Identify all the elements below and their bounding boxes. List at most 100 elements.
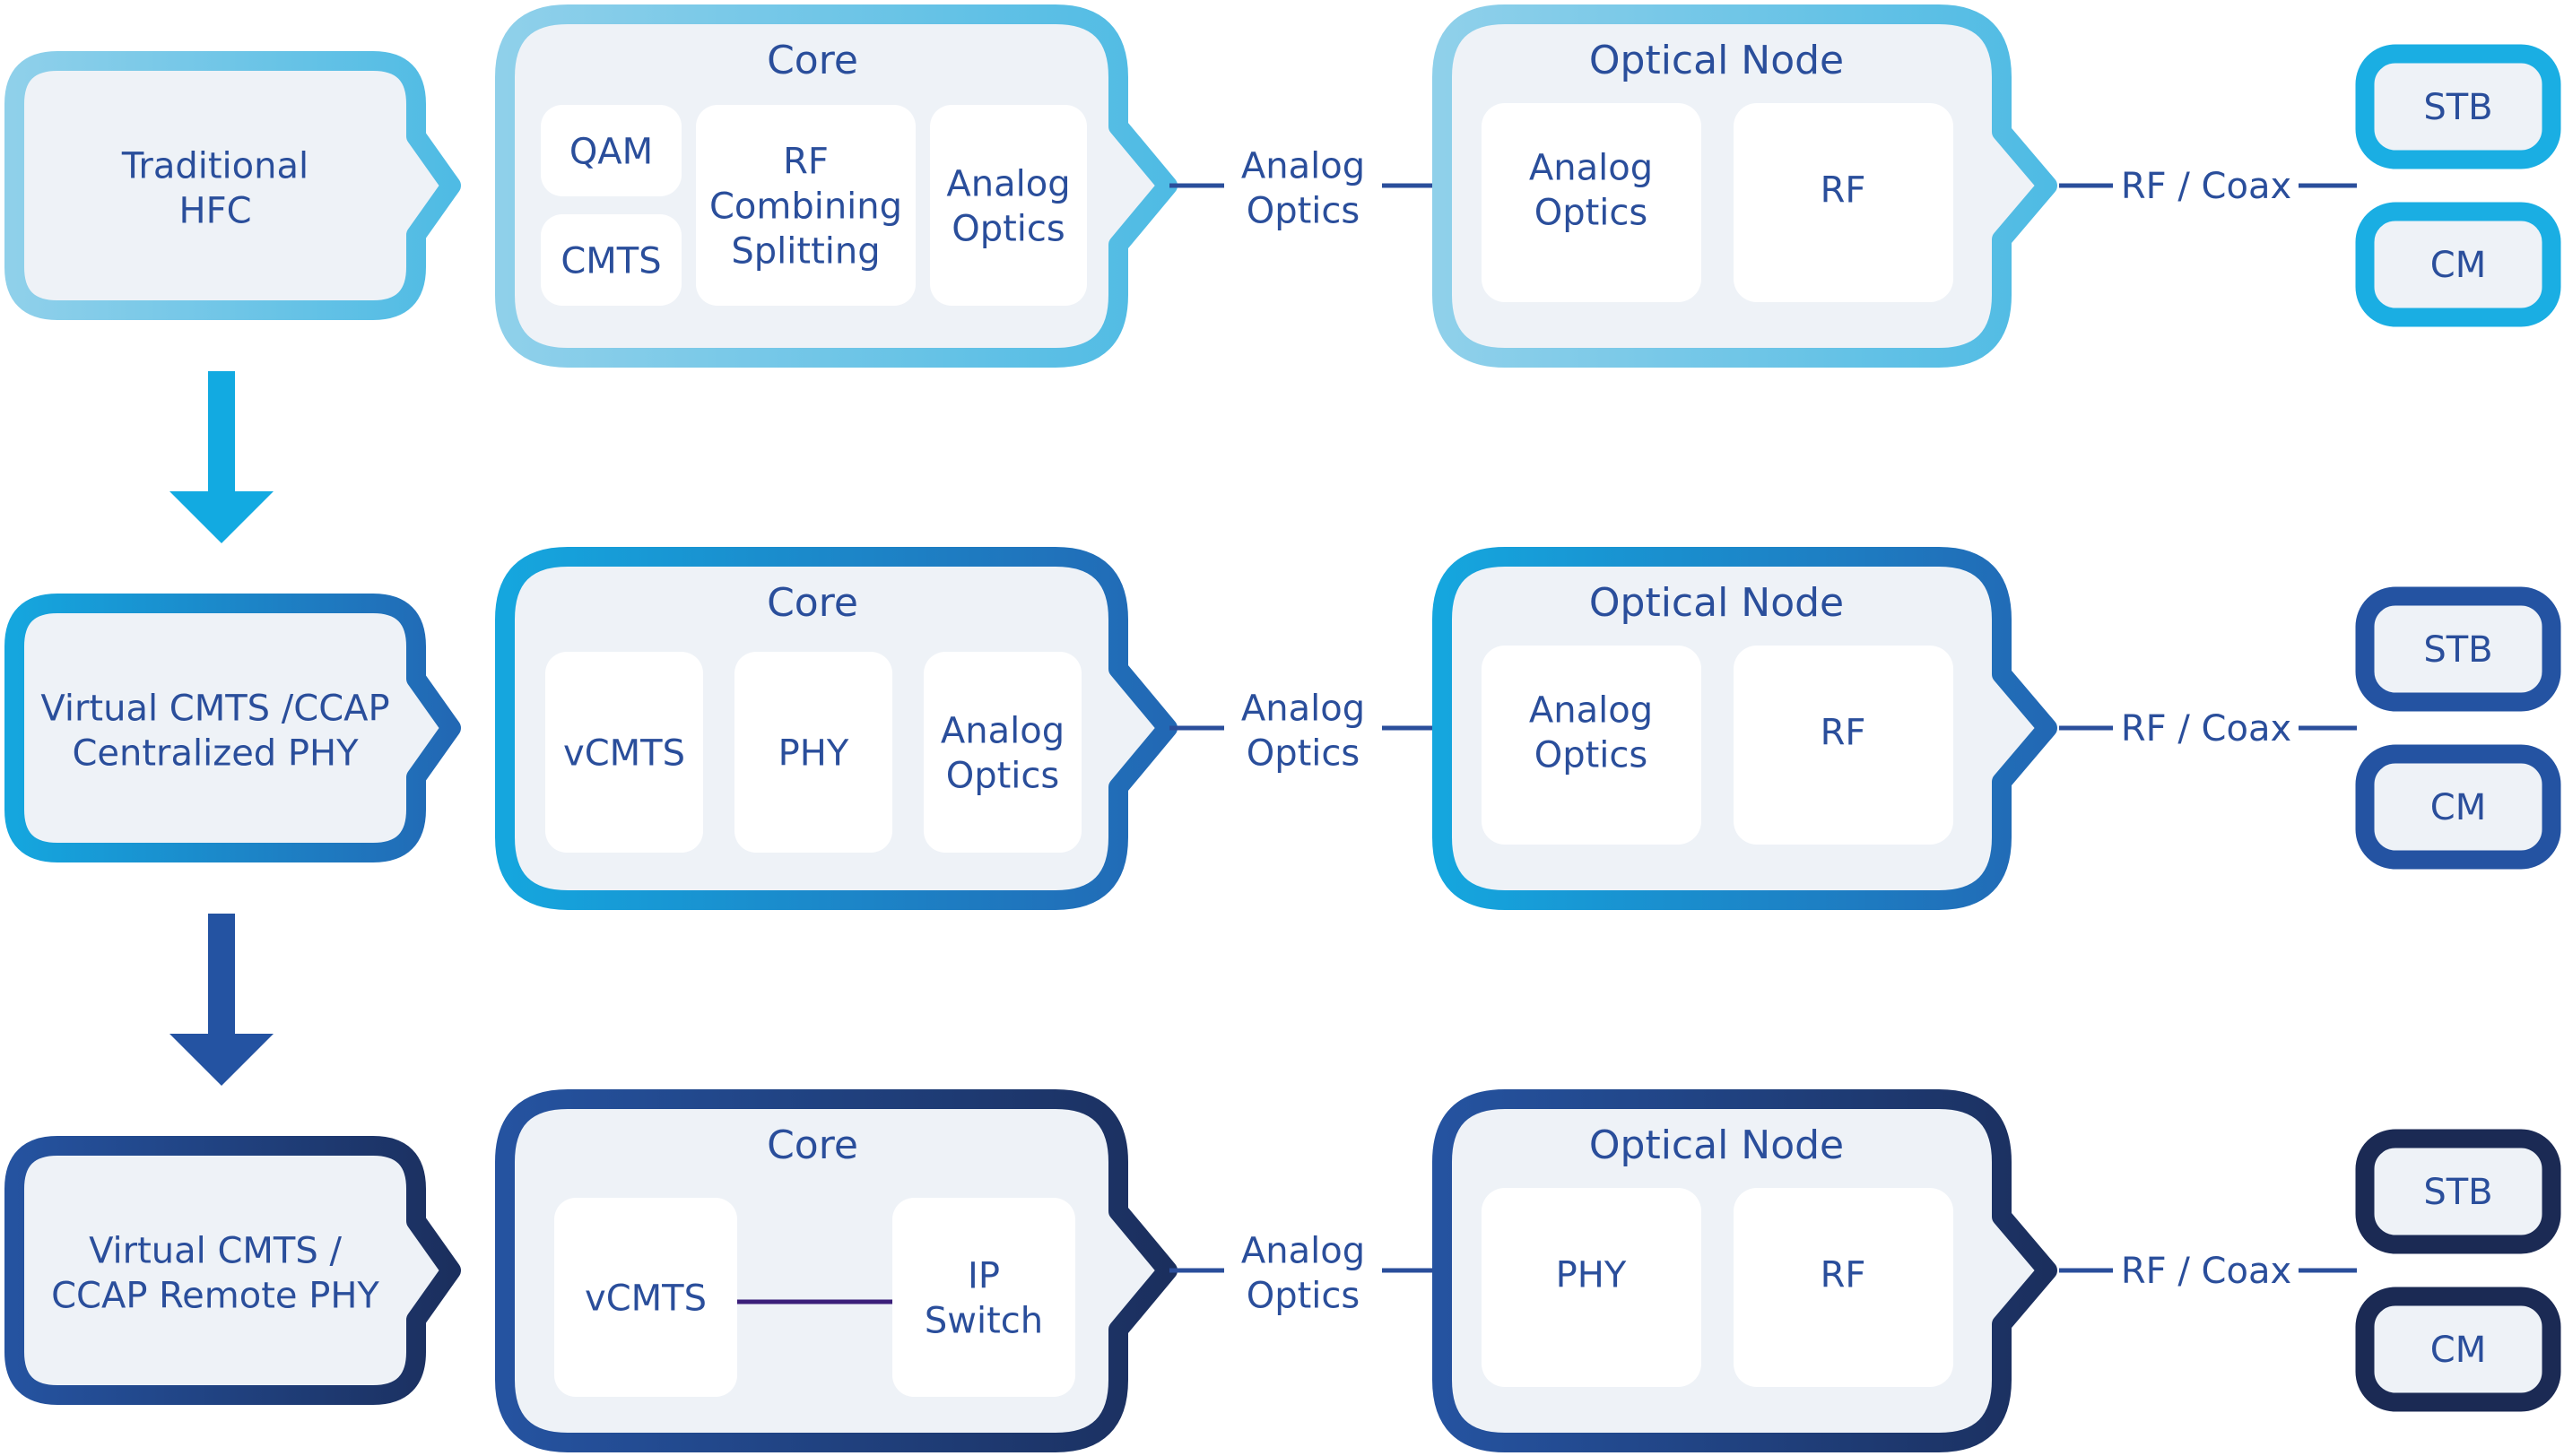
device-box-stb: STB — [2355, 44, 2561, 169]
link-label-analog-optics-line: Optics — [1247, 190, 1360, 231]
optical-node-component-label: RF — [1821, 1254, 1866, 1296]
optical-node-component-label-line: RF — [1821, 169, 1866, 211]
core-component-card — [892, 1198, 1075, 1397]
device-box-cm: CM — [2355, 202, 2561, 327]
architecture-label-line: Traditional — [121, 145, 309, 186]
device-box-shape — [2355, 586, 2561, 712]
device-box-cm: CM — [2355, 744, 2561, 870]
optical-node-title: Optical Node — [1589, 1122, 1844, 1168]
core-component-label-line: CMTS — [561, 240, 661, 282]
optical-node-component-card — [1482, 1188, 1701, 1387]
architecture-label-line: HFC — [178, 190, 251, 231]
core-component: QAM — [541, 105, 682, 196]
core-component-label-line: RF — [783, 141, 829, 182]
optical-node-component: RF — [1734, 103, 1953, 302]
optical-node-component-card — [1734, 646, 1953, 845]
architecture-box: Virtual CMTS /CCAP Remote PHY — [4, 1136, 461, 1405]
optical-node-component-label-line: Optics — [1534, 734, 1648, 776]
device-box-shape — [2355, 1129, 2561, 1254]
core-component-card — [545, 652, 703, 853]
optical-node-component-label: RF — [1821, 712, 1866, 753]
core-component-label-line: Optics — [946, 755, 1060, 796]
core-title: Core — [767, 580, 858, 626]
core-title: Core — [767, 1122, 858, 1168]
optical-node-component-label-line: RF — [1821, 712, 1866, 753]
optical-node-component-label-line: Analog — [1529, 147, 1653, 188]
core-component-label-line: vCMTS — [563, 732, 685, 774]
arrow-shaft — [208, 371, 235, 493]
optical-node-component-label-line: Optics — [1534, 192, 1648, 233]
device-label: CM — [2430, 1330, 2486, 1371]
core-component-label-line: Combining — [709, 186, 902, 227]
core-component: PHY — [734, 652, 892, 853]
core-component: CMTS — [541, 214, 682, 306]
core-component-label-line: Switch — [925, 1300, 1043, 1341]
architecture-label-line: CCAP Remote PHY — [51, 1275, 379, 1316]
device-label: STB — [2423, 629, 2492, 671]
architecture-box-shape — [4, 1136, 461, 1405]
link-label-rf-coax: RF / Coax — [2121, 708, 2291, 750]
core-component-card — [924, 652, 1082, 853]
optical-node-component: PHY — [1482, 1188, 1701, 1387]
architecture-box-shape — [4, 51, 461, 320]
link-label-analog-optics-line: Optics — [1247, 732, 1360, 774]
core-component-label: QAM — [569, 131, 653, 172]
optical-node-component-card — [1482, 103, 1701, 302]
device-label: STB — [2423, 1172, 2492, 1213]
architecture-label-line: Centralized PHY — [72, 732, 359, 774]
architecture-label: Virtual CMTS /CCAP Remote PHY — [51, 1230, 379, 1316]
core-component-label-line: Splitting — [731, 230, 880, 272]
evolution-arrow-down-icon — [169, 371, 274, 543]
core-component-label-line: vCMTS — [585, 1278, 707, 1319]
core-component: vCMTS — [554, 1198, 737, 1397]
link-label-analog-optics-line: Optics — [1247, 1275, 1360, 1316]
core-component-label-line: Optics — [952, 208, 1065, 249]
optical-node-component-label: RF — [1821, 169, 1866, 211]
optical-node-component: RF — [1734, 646, 1953, 845]
optical-node-title: Optical Node — [1589, 38, 1844, 83]
core-component-card — [696, 105, 916, 306]
core-component-card — [541, 214, 682, 306]
core-component-label: CMTS — [561, 240, 661, 282]
optical-node-component: RF — [1734, 1188, 1953, 1387]
core-title: Core — [767, 38, 858, 83]
core-component-label-line: IP — [968, 1255, 1000, 1296]
device-label: CM — [2430, 787, 2486, 828]
optical-node-component-label-line: RF — [1821, 1254, 1866, 1296]
optical-node-title: Optical Node — [1589, 580, 1844, 626]
arrow-head — [169, 1034, 274, 1086]
optical-node-component-card — [1482, 646, 1701, 845]
device-box-shape — [2355, 1287, 2561, 1412]
device-box-stb: STB — [2355, 586, 2561, 712]
architecture-row: Virtual CMTS /CCAP Remote PHY Core vCMTS IP… — [4, 1089, 2561, 1452]
link-label-rf-coax: RF / Coax — [2121, 166, 2291, 207]
device-box-stb: STB — [2355, 1129, 2561, 1254]
core-component-card — [554, 1198, 737, 1397]
core-component: vCMTS — [545, 652, 703, 853]
core-component-card — [734, 652, 892, 853]
architecture-label-line: Virtual CMTS /CCAP — [40, 688, 389, 729]
link-label-analog-optics-line: Analog — [1241, 688, 1365, 729]
device-box-cm: CM — [2355, 1287, 2561, 1412]
